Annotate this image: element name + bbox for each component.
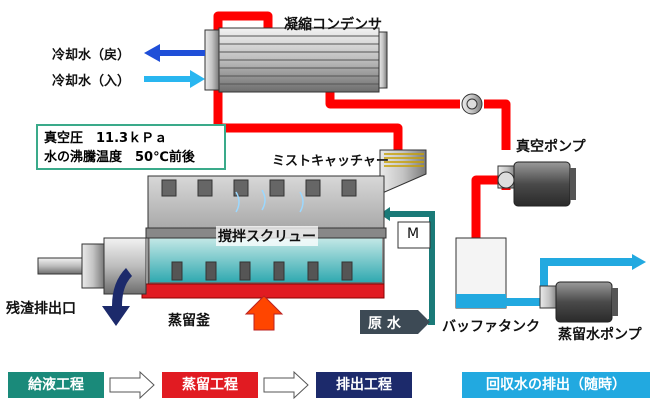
motor-label: M	[407, 226, 420, 242]
motor	[397, 221, 431, 249]
distillate-line	[506, 258, 634, 306]
vacuum-info-box: 真空圧 11.3ｋＰａ 水の沸騰温度 50℃前後	[36, 124, 226, 170]
distillate-pump	[539, 281, 618, 323]
residue-outlet-label: 残渣排出口	[6, 301, 76, 317]
cooling-return-arrow	[144, 44, 205, 62]
boiling-temp-text: 水の沸騰温度 50℃前後	[44, 150, 195, 165]
distillate-arrowhead	[632, 254, 646, 270]
vacuum-pump-label: 真空ポンプ	[516, 139, 586, 155]
cooling-return-label: 冷却水（戻）	[52, 48, 131, 63]
stage-recovered-water: 回収水の排出（随時）	[462, 372, 650, 398]
still-label: 蒸留釜	[168, 313, 210, 329]
screw-drive	[37, 237, 147, 295]
stage-discharge: 排出工程	[316, 372, 412, 398]
heater-plate	[141, 283, 385, 299]
condenser-label: 凝縮コンデンサ	[284, 17, 382, 33]
screw-label: 撹拌スクリュー	[216, 226, 318, 246]
valve	[461, 93, 483, 115]
buffer-tank-label: バッファタンク	[442, 319, 540, 335]
stage-feed: 給液工程	[8, 372, 104, 398]
vacuum-pressure-text: 真空圧 11.3ｋＰａ	[44, 131, 168, 146]
cooling-in-label: 冷却水（入）	[52, 74, 131, 89]
heat-arrow	[244, 295, 284, 331]
raw-water-tag-shape	[360, 310, 430, 334]
stage-arrow-1	[109, 370, 155, 400]
condenser	[204, 27, 388, 93]
mist-catcher-label: ミストキャッチャー	[272, 154, 389, 169]
cooling-in-arrow	[144, 70, 205, 88]
vacuum-pump	[497, 161, 576, 207]
stage-distill: 蒸留工程	[162, 372, 258, 398]
raw-water-arrowhead	[380, 207, 390, 221]
mist-catcher	[379, 149, 427, 195]
distillate-pump-label: 蒸留水ポンプ	[558, 327, 642, 343]
residue-arrow	[102, 268, 132, 326]
stage-arrow-2	[263, 370, 309, 400]
raw-water-tag: 原 水	[368, 316, 401, 332]
buffer-tank	[455, 237, 507, 309]
